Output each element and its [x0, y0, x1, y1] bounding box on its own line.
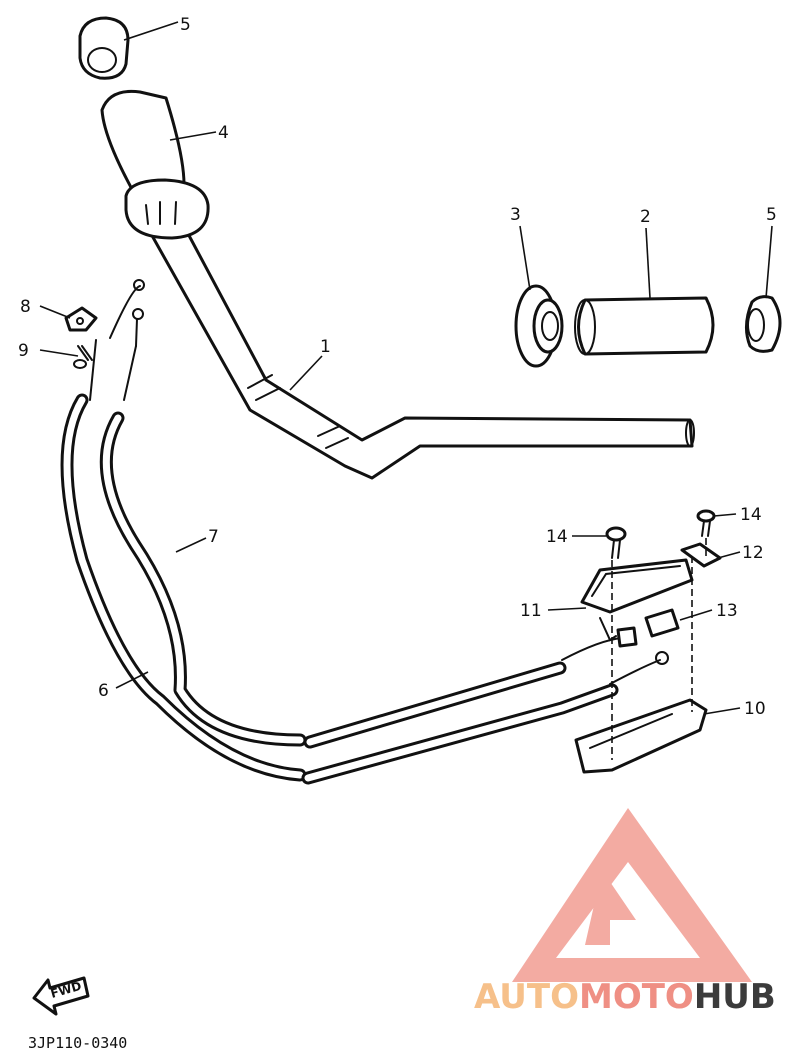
watermark-part-hub: HUB	[694, 977, 776, 1017]
callout-6: 6	[98, 681, 109, 701]
callout-7: 7	[208, 527, 219, 547]
part-3-throttle-flange	[514, 284, 564, 368]
callout-3: 3	[510, 205, 521, 225]
watermark-text: AUTOMOTOHUB	[474, 977, 776, 1017]
part-14-screw-left	[605, 526, 627, 559]
part-13-cable-joint	[644, 608, 680, 638]
watermark-part-auto: AUTO	[474, 977, 579, 1017]
part-5-grip-end-top	[78, 16, 130, 80]
callout-2: 2	[640, 207, 651, 227]
part-4-grip	[100, 89, 210, 240]
callout-5-right: 5	[766, 205, 777, 225]
callout-14-right: 14	[740, 505, 762, 525]
part-1-handlebar	[148, 226, 695, 480]
callout-8: 8	[20, 297, 31, 317]
part-7-throttle-cable-2	[99, 308, 669, 749]
part-14-screw-right	[696, 509, 716, 537]
part-9-screw	[73, 345, 93, 369]
diagram-code: 3JP110-0340	[28, 1034, 127, 1052]
callout-12: 12	[742, 543, 764, 563]
leader-lines	[39, 21, 773, 715]
watermark-inner-mark	[585, 870, 636, 945]
part-6-throttle-cable-1	[60, 279, 619, 785]
callout-9: 9	[18, 341, 29, 361]
watermark-triangle	[512, 808, 752, 982]
fwd-arrow-icon: FWD	[32, 976, 90, 1016]
callout-5-top: 5	[180, 15, 191, 35]
callout-1: 1	[320, 337, 331, 357]
part-11-upper-housing	[580, 558, 694, 648]
part-5-grip-end-right	[745, 295, 782, 353]
callout-14-left: 14	[546, 527, 568, 547]
watermark-logo	[512, 808, 752, 982]
callout-13: 13	[716, 601, 738, 621]
watermark-part-moto: MOTO	[579, 977, 694, 1017]
part-2-throttle-grip	[574, 296, 715, 356]
callout-4: 4	[218, 123, 229, 143]
part-8-cable-clip	[64, 306, 98, 332]
callout-10: 10	[744, 699, 766, 719]
callout-11: 11	[520, 601, 542, 621]
part-10-lower-housing	[574, 698, 708, 774]
